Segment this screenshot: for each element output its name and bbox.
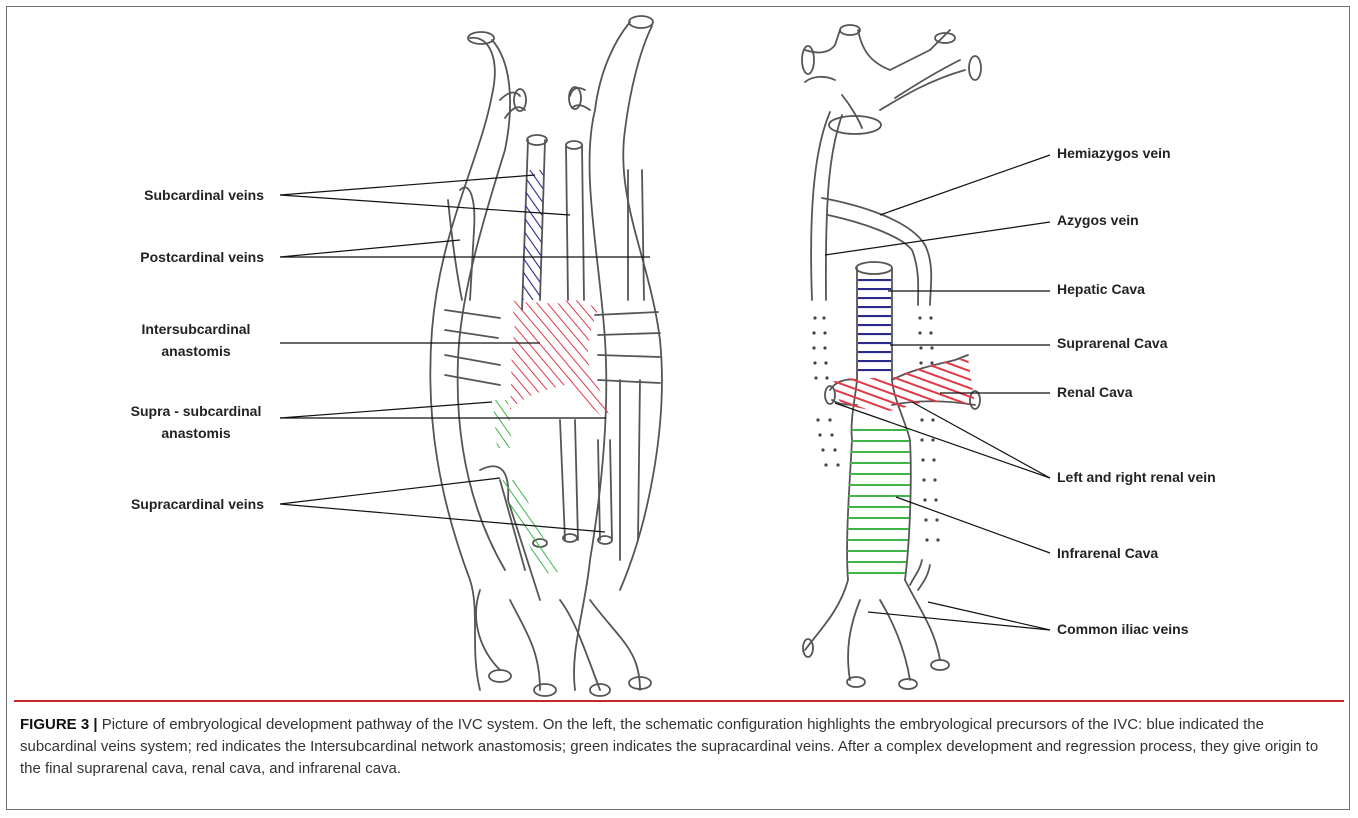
lead-hemiazygos bbox=[880, 155, 1050, 215]
lead-postcardinal-1 bbox=[280, 240, 460, 257]
label-intersub-line1: Intersubcardinal bbox=[142, 321, 251, 337]
lead-azygos bbox=[825, 222, 1050, 255]
lead-infrarenal bbox=[896, 497, 1050, 553]
left-cross-connection bbox=[445, 310, 500, 385]
label-hemiazygos: Hemiazygos vein bbox=[1057, 145, 1171, 161]
left-iliac-tree bbox=[476, 590, 640, 690]
figure-label: FIGURE 3 | bbox=[20, 716, 98, 733]
figure-caption-text: Picture of embryological development pat… bbox=[20, 716, 1318, 777]
left-iliac-opening-2 bbox=[534, 684, 556, 696]
right-subcardinal-top bbox=[566, 141, 582, 149]
left-upper-branch bbox=[500, 93, 525, 118]
right-subcardinal-vein bbox=[566, 145, 584, 300]
label-infrarenal: Infrarenal Cava bbox=[1057, 545, 1158, 561]
azygos-opening-right bbox=[969, 56, 981, 80]
label-azygos: Azygos vein bbox=[1057, 212, 1139, 228]
label-iliac: Common iliac veins bbox=[1057, 621, 1189, 637]
label-suprasub-line2: anastomis bbox=[161, 425, 230, 441]
dotted-azygos-right bbox=[918, 316, 939, 541]
label-suprarenal: Suprarenal Cava bbox=[1057, 335, 1168, 351]
label-suprasub-line1: Supra - subcardinal bbox=[131, 403, 262, 419]
lead-iliac-right bbox=[928, 602, 1050, 630]
lead-supracardinal-2 bbox=[280, 504, 605, 532]
label-subcardinal: Subcardinal veins bbox=[144, 187, 264, 203]
lead-iliac-left bbox=[868, 612, 1050, 630]
lead-suprasub-1 bbox=[280, 402, 492, 418]
blue-subcardinal-region bbox=[522, 170, 543, 300]
label-renal-veins: Left and right renal vein bbox=[1057, 469, 1216, 485]
label-supracardinal: Supracardinal veins bbox=[131, 496, 264, 512]
right-iliac-tree bbox=[805, 580, 940, 680]
infrarenal-cava-green bbox=[847, 425, 910, 575]
figure-caption: FIGURE 3 | Picture of embryological deve… bbox=[20, 714, 1338, 780]
left-inner-vein bbox=[448, 187, 474, 300]
left-schematic: Subcardinal veins Postcardinal veins Int… bbox=[131, 16, 662, 696]
red-intersubcardinal-region bbox=[510, 300, 610, 425]
azygos-vein-path bbox=[811, 112, 842, 300]
left-iliac-opening-1 bbox=[489, 670, 511, 682]
right-top-opening bbox=[629, 16, 653, 28]
figure-caption-box: FIGURE 3 | Picture of embryological deve… bbox=[14, 700, 1344, 802]
lead-supracardinal-1 bbox=[280, 478, 500, 504]
right-inner-vein bbox=[620, 170, 644, 560]
label-renal: Renal Cava bbox=[1057, 384, 1133, 400]
lead-subcardinal-1 bbox=[280, 175, 535, 195]
label-hepatic: Hepatic Cava bbox=[1057, 281, 1145, 297]
label-intersub-line2: anastomis bbox=[161, 343, 230, 359]
green-supracardinal-upper bbox=[493, 400, 512, 448]
iliac-opening-1 bbox=[803, 639, 813, 657]
iliac-opening-2 bbox=[847, 677, 865, 687]
iliac-opening-4 bbox=[931, 660, 949, 670]
ivc-top-opening bbox=[856, 262, 892, 274]
hepatic-cava-blue bbox=[858, 275, 891, 375]
label-postcardinal: Postcardinal veins bbox=[140, 249, 264, 265]
azygos-opening-top bbox=[840, 25, 860, 35]
left-subcardinal-top bbox=[527, 135, 547, 145]
right-schematic: Hemiazygos vein Azygos vein Hepatic Cava… bbox=[802, 25, 1216, 689]
iliac-side-branches bbox=[910, 560, 930, 590]
iliac-opening-3 bbox=[899, 679, 917, 689]
ivc-diagram: Subcardinal veins Postcardinal veins Int… bbox=[0, 0, 1358, 700]
